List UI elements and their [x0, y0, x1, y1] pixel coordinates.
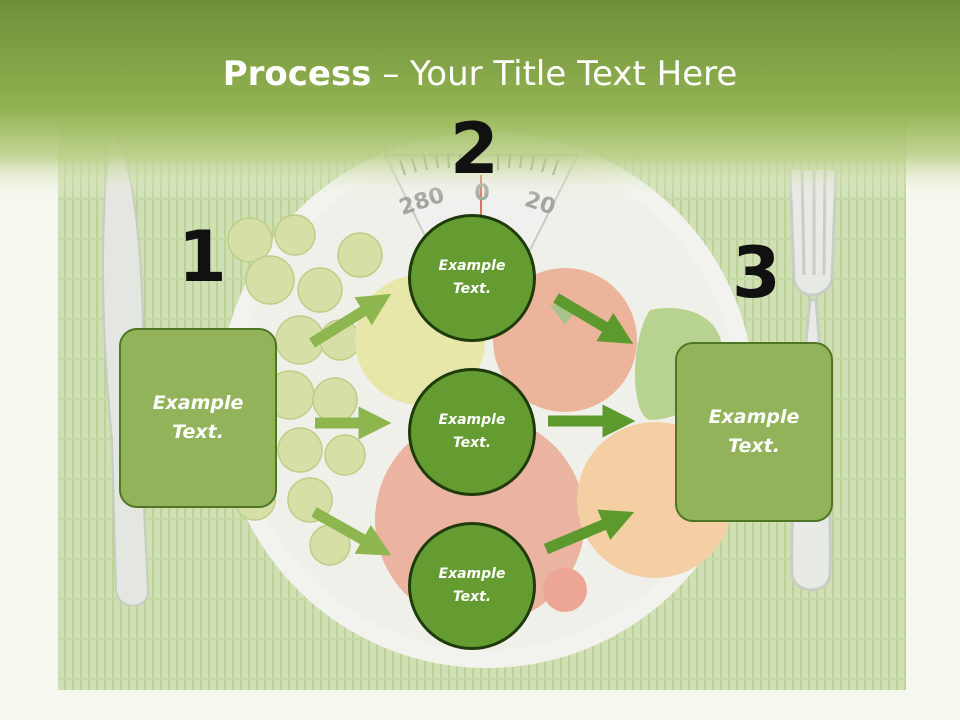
right-box-line2: Text.	[728, 435, 780, 457]
left-box-line1: Example	[152, 392, 244, 414]
right-step-box: Example Text.	[675, 342, 833, 522]
circle-top-line1: Example	[438, 258, 506, 274]
circle-bottom-line2: Text.	[452, 589, 492, 605]
arrow-top-to-right	[553, 293, 634, 344]
left-box-line2: Text.	[172, 421, 224, 443]
circle-bottom-line1: Example	[438, 566, 506, 582]
middle-circle-center: Example Text.	[408, 368, 536, 496]
step-number-2: 2	[450, 108, 499, 190]
left-step-box: Example Text.	[119, 328, 277, 508]
right-box-line1: Example	[708, 406, 800, 428]
step-number-3: 3	[732, 232, 781, 314]
middle-circle-bottom: Example Text.	[408, 522, 536, 650]
title-bold-part: Process	[222, 54, 372, 94]
circle-center-line2: Text.	[452, 435, 492, 451]
arrow-left-to-bottom	[311, 507, 392, 556]
circle-top-line2: Text.	[452, 281, 492, 297]
header-band	[0, 0, 960, 200]
slide-title: Process – Your Title Text Here	[0, 52, 960, 96]
arrow-left-to-top	[309, 293, 392, 348]
title-rest-part: – Your Title Text Here	[371, 54, 738, 94]
circle-center-line1: Example	[438, 412, 506, 428]
arrow-bottom-to-right	[543, 509, 635, 555]
middle-circle-top: Example Text.	[408, 214, 536, 342]
step-number-1: 1	[178, 216, 227, 298]
